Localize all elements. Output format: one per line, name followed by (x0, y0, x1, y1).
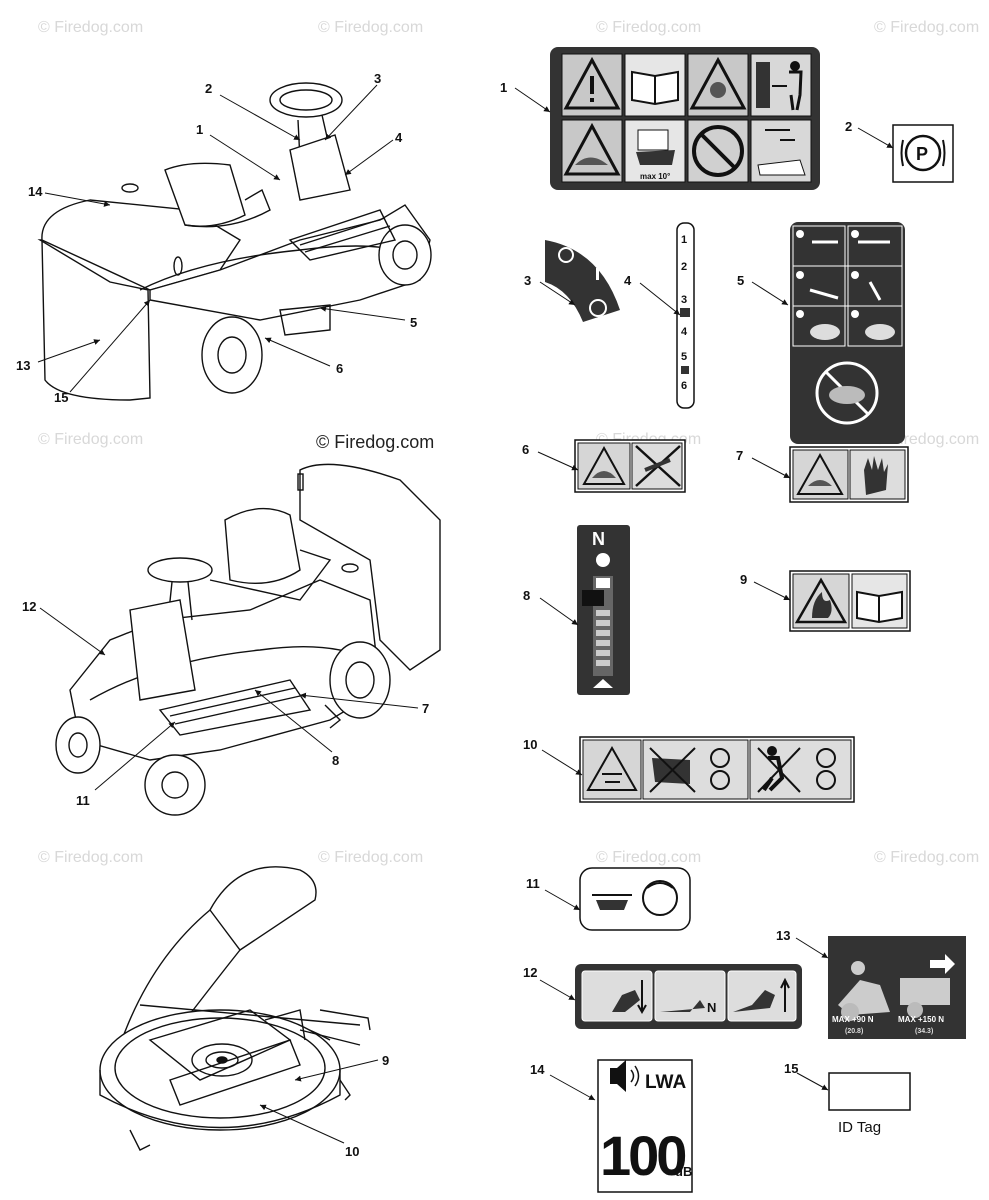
callouts-deck (259, 1059, 379, 1144)
callout-5: 5 (410, 315, 417, 330)
callout-8-decal: 8 (523, 588, 530, 603)
callout-12: 12 (22, 599, 36, 614)
d4-pos-5: 5 (681, 351, 687, 363)
decal-6-warning (574, 439, 686, 493)
callout-2: 2 (205, 81, 212, 96)
callouts-mower-2 (39, 607, 419, 791)
callout-5-decal: 5 (737, 273, 744, 288)
callouts-mower-1 (37, 84, 406, 393)
callout-2-decal: 2 (845, 119, 852, 134)
decal-3-ignition: O I (545, 240, 620, 322)
decal-14-unit: dB (675, 1164, 692, 1179)
callout-15-decal: 15 (784, 1061, 798, 1076)
svg-text:© Firedog.com: © Firedog.com (318, 19, 423, 36)
callout-1-decal: 1 (500, 80, 507, 95)
svg-text:© Firedog.com: © Firedog.com (596, 19, 701, 36)
callout-15: 15 (54, 390, 68, 405)
decal-8-neutral: N (592, 529, 605, 549)
decal-12-pedal-strip: N (575, 964, 802, 1029)
callout-11: 11 (76, 793, 90, 808)
callout-3-decal: 3 (524, 273, 531, 288)
callout-6-decal: 6 (522, 442, 529, 457)
callout-7-decal: 7 (736, 448, 743, 463)
svg-text:© Firedog.com: © Firedog.com (596, 849, 701, 866)
d4-pos-6: 6 (681, 380, 687, 392)
callout-10-deck: 10 (345, 1144, 359, 1159)
decal-1-max: max 10° (640, 172, 670, 181)
mower-side-view (55, 463, 441, 816)
callout-12-decal: 12 (523, 965, 537, 980)
decal-9-fire-warning (789, 570, 911, 632)
decal-11-cutting-height (579, 867, 691, 931)
svg-text:© Firedog.com: © Firedog.com (38, 19, 143, 36)
decal-12-neutral: N (707, 1000, 716, 1015)
mower-deck (99, 866, 371, 1151)
callout-3: 3 (374, 71, 381, 86)
mower-top-view (37, 82, 432, 401)
callout-4: 4 (395, 130, 403, 145)
decal-14-lwa: LWA (645, 1072, 686, 1093)
callout-7: 7 (422, 701, 429, 716)
decal-13-sub2: (34.3) (915, 1028, 933, 1035)
callout-14-decal: 14 (530, 1062, 545, 1077)
d4-pos-4: 4 (681, 326, 688, 338)
callout-13-decal: 13 (776, 928, 790, 943)
callout-4-decal: 4 (624, 273, 632, 288)
callout-6: 6 (336, 361, 343, 376)
decal-4-height-strip: 1 2 3 4 5 6 (676, 222, 695, 409)
callout-14: 14 (28, 184, 43, 199)
decal-10-warning-strip (579, 736, 855, 803)
decal-13-max2: MAX +150 N (898, 1015, 944, 1024)
svg-text:© Firedog.com: © Firedog.com (874, 849, 979, 866)
decal-7-warning (789, 446, 909, 503)
svg-text:© Firedog.com: © Firedog.com (318, 849, 423, 866)
faint-watermarks: © Firedog.com © Firedog.com © Firedog.co… (38, 19, 979, 866)
svg-text:© Firedog.com: © Firedog.com (874, 19, 979, 36)
callout-11-decal: 11 (526, 876, 540, 891)
decal-14-noise-level: LWA 100 dB (597, 1059, 693, 1193)
decal-8-speed-strip: N (577, 525, 630, 695)
decal-13-max1: MAX +90 N (832, 1015, 874, 1024)
decal-5-operating (790, 222, 905, 444)
decal-2-symbol: P (916, 144, 928, 164)
decal-2-parking-brake: P (892, 124, 954, 183)
decal-13-sub1: (20.8) (845, 1028, 863, 1035)
svg-text:© Firedog.com: © Firedog.com (38, 431, 143, 448)
d4-pos-2: 2 (681, 261, 687, 273)
callout-9-decal: 9 (740, 572, 747, 587)
callout-8: 8 (332, 753, 339, 768)
d4-pos-1: 1 (681, 234, 687, 246)
callout-13: 13 (16, 358, 30, 373)
callout-10-decal: 10 (523, 737, 537, 752)
decal-15-label: ID Tag (838, 1119, 881, 1136)
callout-9-deck: 9 (382, 1053, 389, 1068)
d4-pos-3: 3 (681, 294, 687, 306)
decal-15-id-tag: ID Tag (828, 1072, 911, 1136)
callout-1: 1 (196, 122, 203, 137)
decal-14-value: 100 (600, 1124, 685, 1187)
svg-text:© Firedog.com: © Firedog.com (38, 849, 143, 866)
decal-1-warning-panel: max 10° (550, 47, 820, 190)
main-watermark: © Firedog.com (316, 432, 434, 452)
decal-13-towing: MAX +90 N MAX +150 N (20.8) (34.3) (828, 936, 966, 1039)
